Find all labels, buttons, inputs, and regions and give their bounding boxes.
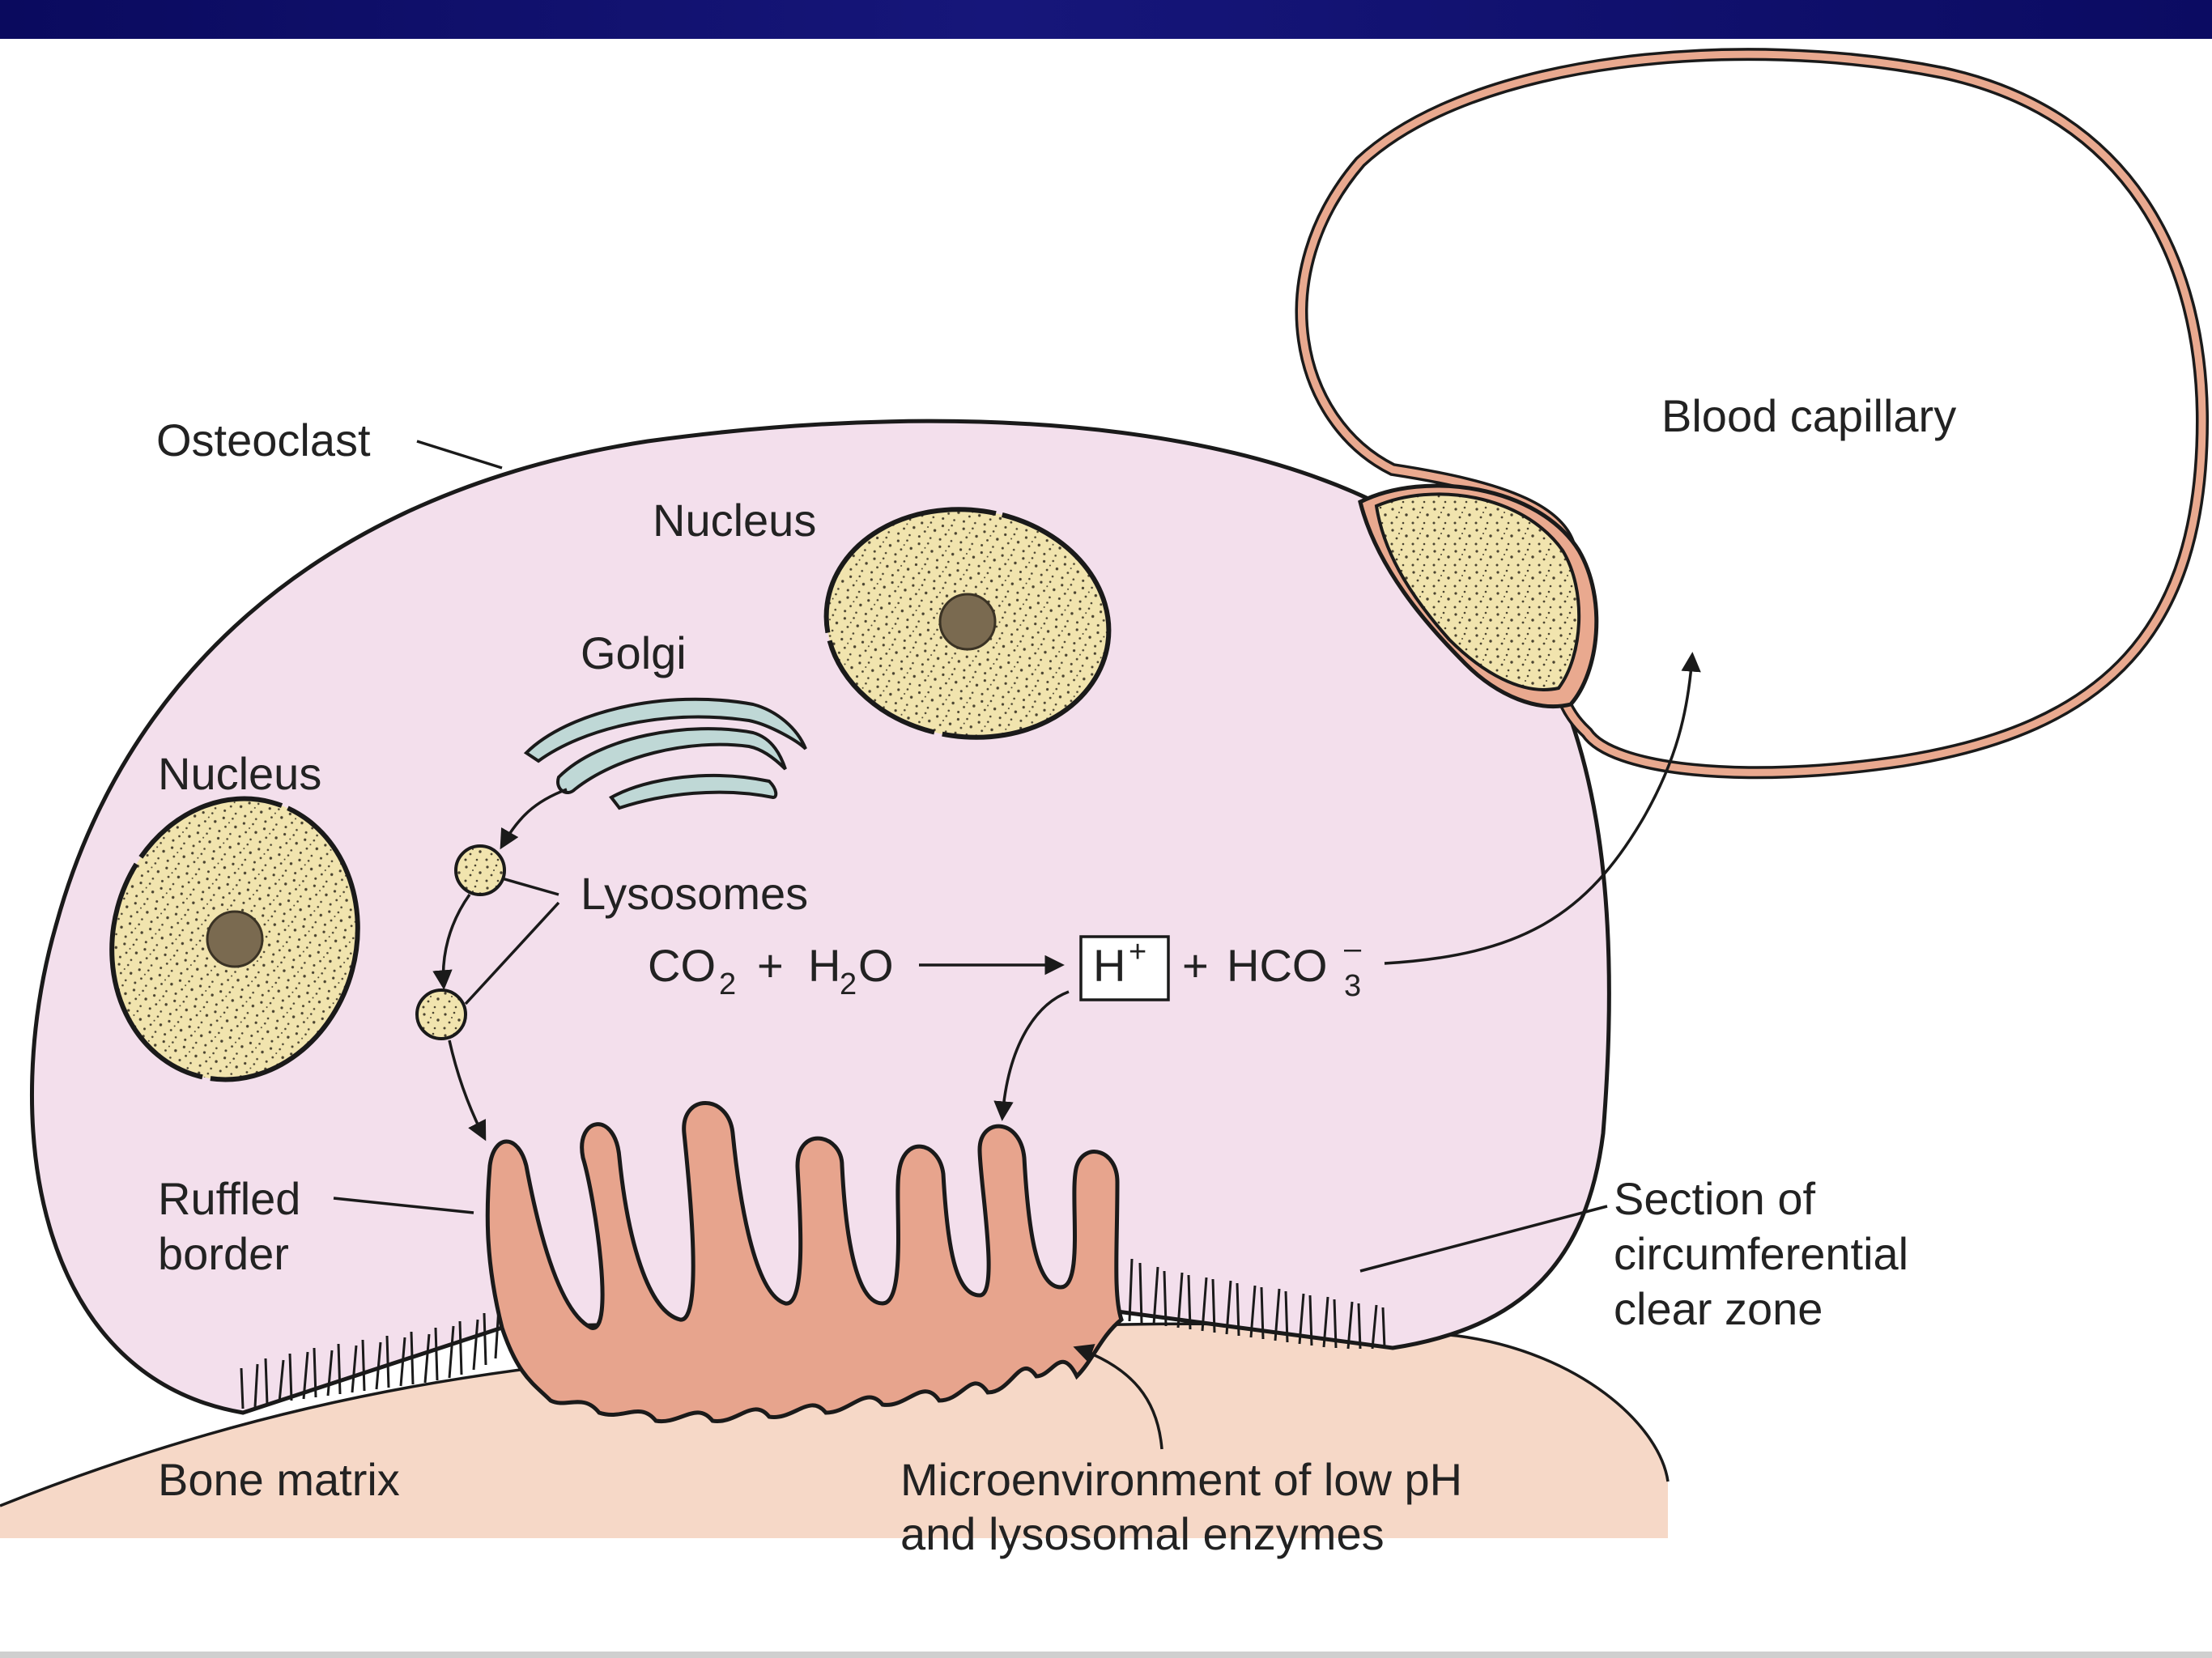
co2-text: CO: [648, 940, 716, 991]
microenvironment-label-line1: Microenvironment of low pH: [900, 1454, 1462, 1505]
osteoclast-label: Osteoclast: [156, 414, 371, 466]
hco3-superscript: –: [1344, 932, 1362, 966]
plus-sign-2: +: [1182, 940, 1209, 991]
microenvironment-label-line2: and lysosomal enzymes: [900, 1508, 1385, 1559]
h2o-o: O: [858, 940, 894, 991]
lysosome-2: [417, 990, 466, 1039]
bottom-bar: [0, 1652, 2212, 1658]
co2-subscript: 2: [719, 967, 736, 1001]
blood-capillary-label: Blood capillary: [1661, 390, 1956, 441]
nucleus-left-label: Nucleus: [158, 748, 321, 799]
clear-zone-label-line3: clear zone: [1614, 1283, 1823, 1334]
clear-zone-label-line1: Section of: [1614, 1173, 1815, 1224]
h-plus-superscript: +: [1129, 935, 1146, 969]
hco3-text: HCO: [1227, 940, 1327, 991]
clear-zone-label-line2: circumferential: [1614, 1228, 1908, 1279]
lysosomes-label: Lysosomes: [581, 868, 808, 919]
nucleus-top-label: Nucleus: [653, 495, 816, 546]
lysosome-1: [456, 846, 504, 895]
osteoclast-leader: [417, 441, 502, 468]
h-plus-text: H: [1093, 940, 1125, 991]
hco3-subscript: 3: [1344, 969, 1361, 1003]
h2o-h: H: [808, 940, 840, 991]
bone-matrix-label: Bone matrix: [158, 1454, 400, 1505]
ruffled-border-label-line2: border: [158, 1228, 289, 1279]
golgi-label: Golgi: [581, 627, 687, 678]
plus-sign-1: +: [757, 940, 784, 991]
h2o-subscript: 2: [840, 967, 857, 1001]
ruffled-border-label-line1: Ruffled: [158, 1173, 300, 1224]
